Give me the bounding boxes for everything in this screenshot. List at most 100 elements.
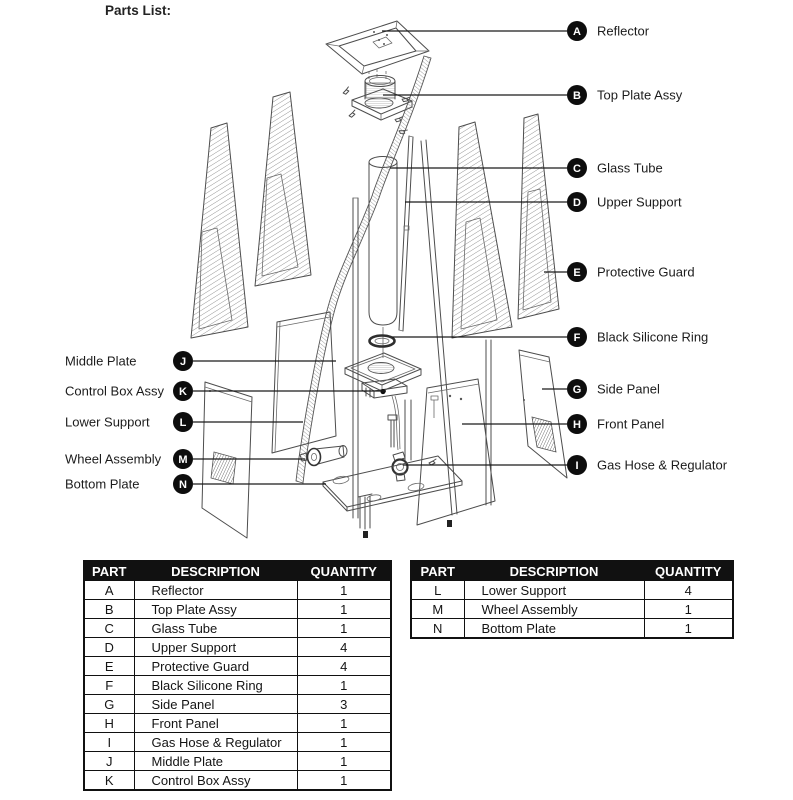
- part-cell: E: [83, 656, 135, 676]
- svg-text:C: C: [573, 163, 581, 175]
- callout-label-C: Glass Tube: [597, 161, 663, 176]
- callout-G: G Side Panel: [542, 379, 660, 399]
- protective-guard-drawings: [190, 91, 560, 339]
- quantity-cell: 1: [296, 675, 392, 695]
- callout-marker-I: [567, 455, 587, 475]
- description-cell: Upper Support: [133, 637, 298, 657]
- part-cell: B: [83, 599, 135, 619]
- part-cell: M: [410, 599, 465, 619]
- description-cell: Gas Hose & Regulator: [133, 732, 298, 752]
- page-title: Parts List:: [105, 3, 172, 18]
- column-header: DESCRIPTION: [463, 560, 645, 581]
- callout-J: J Middle Plate: [65, 351, 336, 371]
- column-header: QUANTITY: [643, 560, 734, 581]
- callout-marker-K: [173, 381, 193, 401]
- quantity-cell: 1: [643, 599, 734, 619]
- gas-regulator-drawing: [387, 395, 439, 482]
- part-cell: H: [83, 713, 135, 733]
- callout-B: B Top Plate Assy: [383, 85, 683, 105]
- quantity-cell: 4: [643, 580, 734, 600]
- svg-text:H: H: [573, 419, 581, 431]
- quantity-cell: 1: [296, 713, 392, 733]
- description-cell: Black Silicone Ring: [133, 675, 298, 695]
- part-cell: I: [83, 732, 135, 752]
- quantity-cell: 3: [296, 694, 392, 714]
- svg-text:I: I: [575, 460, 578, 472]
- description-cell: Wheel Assembly: [463, 599, 645, 619]
- svg-text:K: K: [179, 386, 187, 398]
- callout-label-B: Top Plate Assy: [597, 88, 683, 103]
- callout-I: I Gas Hose & Regulator: [403, 455, 728, 475]
- description-cell: Middle Plate: [133, 751, 298, 771]
- bottom-plate-drawing: [322, 455, 463, 512]
- description-cell: Protective Guard: [133, 656, 298, 676]
- part-cell: N: [410, 618, 465, 639]
- callout-marker-D: [567, 192, 587, 212]
- svg-text:M: M: [178, 454, 187, 466]
- callout-marker-A: [567, 21, 587, 41]
- part-cell: D: [83, 637, 135, 657]
- callout-label-J: Middle Plate: [65, 354, 137, 369]
- callout-label-I: Gas Hose & Regulator: [597, 458, 728, 473]
- column-header: DESCRIPTION: [133, 560, 298, 581]
- part-cell: K: [83, 770, 135, 791]
- svg-text:G: G: [573, 384, 582, 396]
- part-cell: L: [410, 580, 465, 600]
- quantity-cell: 1: [296, 751, 392, 771]
- part-cell: J: [83, 751, 135, 771]
- quantity-cell: 1: [296, 599, 392, 619]
- callout-marker-F: [567, 327, 587, 347]
- black-silicone-ring-drawing: [368, 334, 396, 348]
- callout-marker-E: [567, 262, 587, 282]
- column-header: PART: [83, 560, 135, 581]
- callout-label-G: Side Panel: [597, 382, 660, 397]
- callout-marker-M: [173, 449, 193, 469]
- middle-plate-drawing: [344, 352, 422, 392]
- callout-K: K Control Box Assy: [65, 381, 386, 401]
- quantity-cell: 1: [296, 618, 392, 638]
- description-cell: Front Panel: [133, 713, 298, 733]
- description-cell: Reflector: [133, 580, 298, 600]
- callout-label-K: Control Box Assy: [65, 384, 164, 399]
- part-cell: F: [83, 675, 135, 695]
- part-cell: G: [83, 694, 135, 714]
- callout-marker-H: [567, 414, 587, 434]
- callout-C: C Glass Tube: [390, 158, 663, 178]
- callout-label-E: Protective Guard: [597, 265, 695, 280]
- svg-text:J: J: [180, 356, 186, 368]
- callout-label-L: Lower Support: [65, 415, 150, 430]
- callout-marker-G: [567, 379, 587, 399]
- callout-marker-J: [173, 351, 193, 371]
- description-cell: Lower Support: [463, 580, 645, 600]
- description-cell: Bottom Plate: [463, 618, 645, 639]
- callout-label-D: Upper Support: [597, 195, 682, 210]
- quantity-cell: 1: [643, 618, 734, 639]
- svg-text:B: B: [573, 90, 581, 102]
- front-panel-drawing: [416, 378, 496, 526]
- quantity-cell: 4: [296, 656, 392, 676]
- quantity-cell: 1: [296, 770, 392, 791]
- side-panel-drawings: [201, 311, 568, 539]
- description-cell: Glass Tube: [133, 618, 298, 638]
- column-header: QUANTITY: [296, 560, 392, 581]
- svg-text:F: F: [574, 332, 581, 344]
